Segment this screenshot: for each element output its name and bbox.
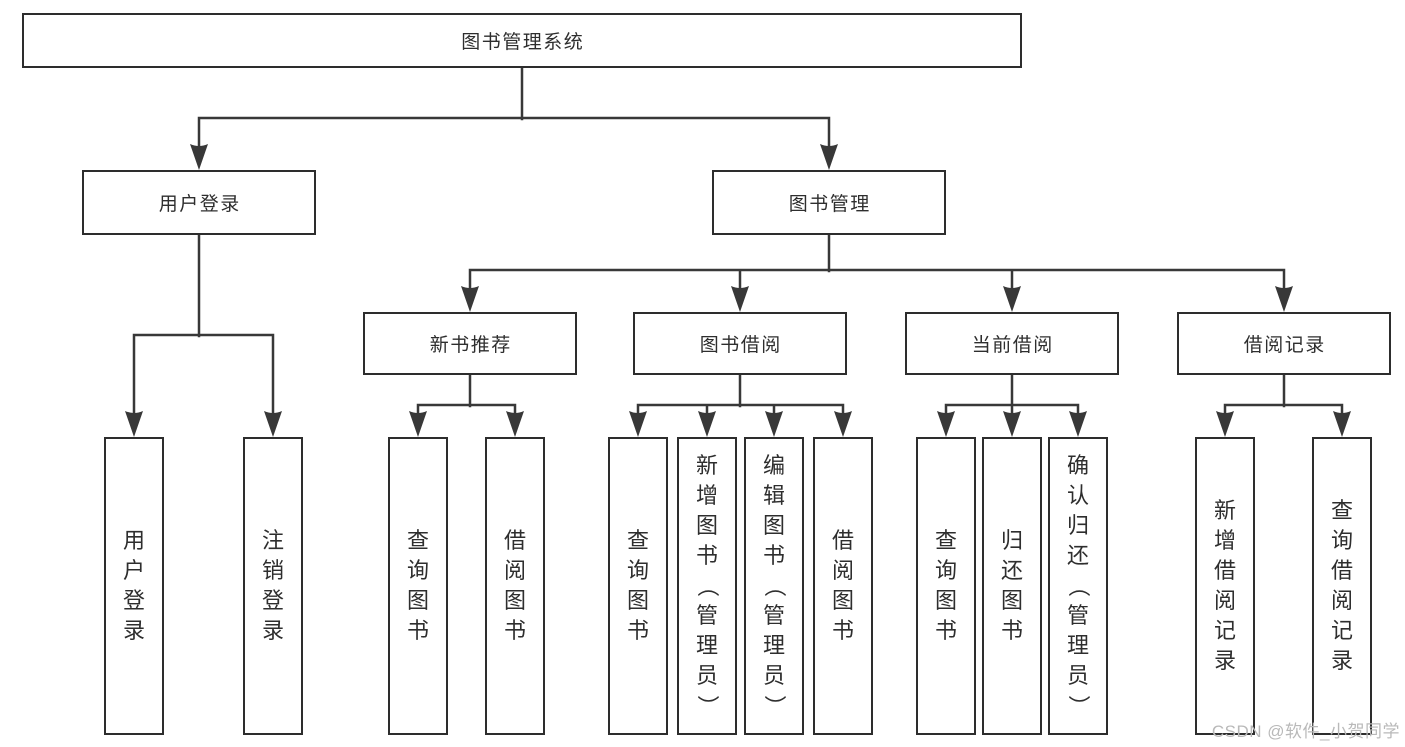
leaf-label: 编辑图书（管理员） — [762, 453, 787, 717]
node-label: 当前借阅 — [971, 335, 1054, 356]
leaf-user-login: 用户登录 — [104, 437, 164, 735]
connector-shafts — [132, 66, 1344, 416]
leaf-label: 查询图书 — [626, 528, 649, 643]
leaf-label: 查询图书 — [934, 528, 957, 643]
leaf-borrow-books-recommend: 借阅图书 — [485, 437, 545, 735]
node-book-management: 图书管理 — [712, 170, 946, 235]
leaf-label: 用户登录 — [122, 528, 145, 643]
csdn-watermark: CSDN @软件_小贺同学 — [1211, 722, 1400, 741]
node-current-borrowing: 当前借阅 — [905, 312, 1119, 375]
leaf-label: 借阅图书 — [503, 528, 526, 643]
leaf-label: 注销登录 — [261, 528, 284, 643]
leaf-label: 借阅图书 — [831, 528, 854, 643]
leaf-label: 查询借阅记录 — [1330, 498, 1353, 673]
leaf-label: 新增图书（管理员） — [695, 453, 720, 717]
leaf-return-books: 归还图书 — [982, 437, 1042, 735]
node-new-book-recommend: 新书推荐 — [363, 312, 577, 375]
leaf-query-borrow-record: 查询借阅记录 — [1312, 437, 1372, 735]
leaf-edit-books-admin: 编辑图书（管理员） — [744, 437, 804, 735]
node-label: 借阅记录 — [1243, 335, 1326, 356]
node-book-borrowing: 图书借阅 — [633, 312, 847, 375]
leaf-query-books-recommend: 查询图书 — [388, 437, 448, 735]
leaf-query-books-borrowing: 查询图书 — [608, 437, 668, 735]
leaf-borrow-books-borrowing: 借阅图书 — [813, 437, 873, 735]
leaf-label: 确认归还（管理员） — [1066, 453, 1091, 717]
node-label: 图书借阅 — [699, 335, 782, 356]
node-library-management-system: 图书管理系统 — [22, 13, 1022, 68]
leaf-add-books-admin: 新增图书（管理员） — [677, 437, 737, 735]
leaf-query-books-current: 查询图书 — [916, 437, 976, 735]
leaf-add-borrow-record: 新增借阅记录 — [1195, 437, 1255, 735]
node-label: 用户登录 — [158, 194, 241, 215]
node-user-login: 用户登录 — [82, 170, 316, 235]
node-label: 图书管理系统 — [461, 32, 585, 53]
leaf-label: 新增借阅记录 — [1213, 498, 1236, 673]
node-label: 图书管理 — [788, 194, 871, 215]
leaf-label: 查询图书 — [406, 528, 429, 643]
node-label: 新书推荐 — [429, 335, 512, 356]
leaf-label: 归还图书 — [1000, 528, 1023, 643]
leaf-confirm-return-admin: 确认归还（管理员） — [1048, 437, 1108, 735]
node-borrowing-records: 借阅记录 — [1177, 312, 1391, 375]
leaf-logout: 注销登录 — [243, 437, 303, 735]
